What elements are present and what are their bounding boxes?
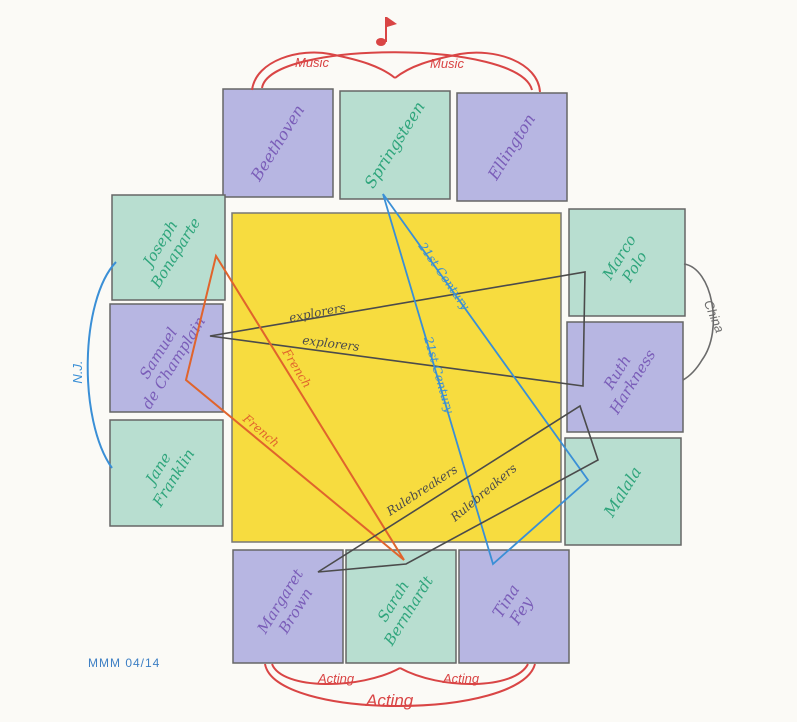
- music-label-right: Music: [430, 56, 464, 71]
- acting-arc-right: [399, 663, 529, 686]
- acting-arc-outer: [264, 663, 536, 707]
- explorers-connection: [209, 271, 586, 387]
- tile-samuel-de-champlain: Samuelde Champlain: [109, 303, 224, 413]
- acting-label-main: Acting: [365, 691, 414, 710]
- center-square: [231, 212, 562, 543]
- acting-arc-left: [271, 663, 401, 686]
- tile-tina-fey: TinaFey: [458, 549, 570, 664]
- french-connection: [184, 253, 405, 561]
- tile-ellington: Ellington: [456, 92, 568, 202]
- tile-beethoven: Beethoven: [222, 88, 334, 198]
- acting-label-left: Acting: [317, 671, 355, 686]
- rulebreakers-connection: [317, 404, 599, 573]
- china-connection: [682, 263, 715, 381]
- acting-connection: [264, 663, 536, 707]
- tile-margaret-brown: MargaretBrown: [232, 549, 344, 664]
- tile-ruth-harkness: RuthHarkness: [566, 321, 684, 433]
- china-label: China: [701, 298, 728, 335]
- explorers-label-lower: explorers: [302, 333, 361, 354]
- music-arc-left: [251, 51, 396, 91]
- 21st-century-connection: [382, 193, 590, 566]
- tile-sarah-bernhardt: SarahBernhardt: [345, 549, 457, 664]
- tile-joseph-bonaparte: JosephBonaparte: [111, 194, 226, 301]
- music-note-icon: [376, 17, 397, 46]
- signature: MMM 04/14: [88, 656, 161, 670]
- acting-label-right: Acting: [442, 671, 480, 686]
- nj-connection: [86, 261, 117, 469]
- music-connection: [251, 51, 541, 93]
- tile-springsteen: Springsteen: [339, 90, 451, 200]
- music-arc-right: [394, 51, 541, 93]
- music-arc-outer: [261, 51, 533, 91]
- tile-marco-polo: MarcoPolo: [568, 208, 686, 317]
- nj-label: N.J.: [70, 360, 85, 383]
- tile-jane-franklin: JaneFranklin: [109, 419, 224, 527]
- tile-malala: Malala: [564, 437, 682, 546]
- music-label-left: Music: [295, 55, 329, 70]
